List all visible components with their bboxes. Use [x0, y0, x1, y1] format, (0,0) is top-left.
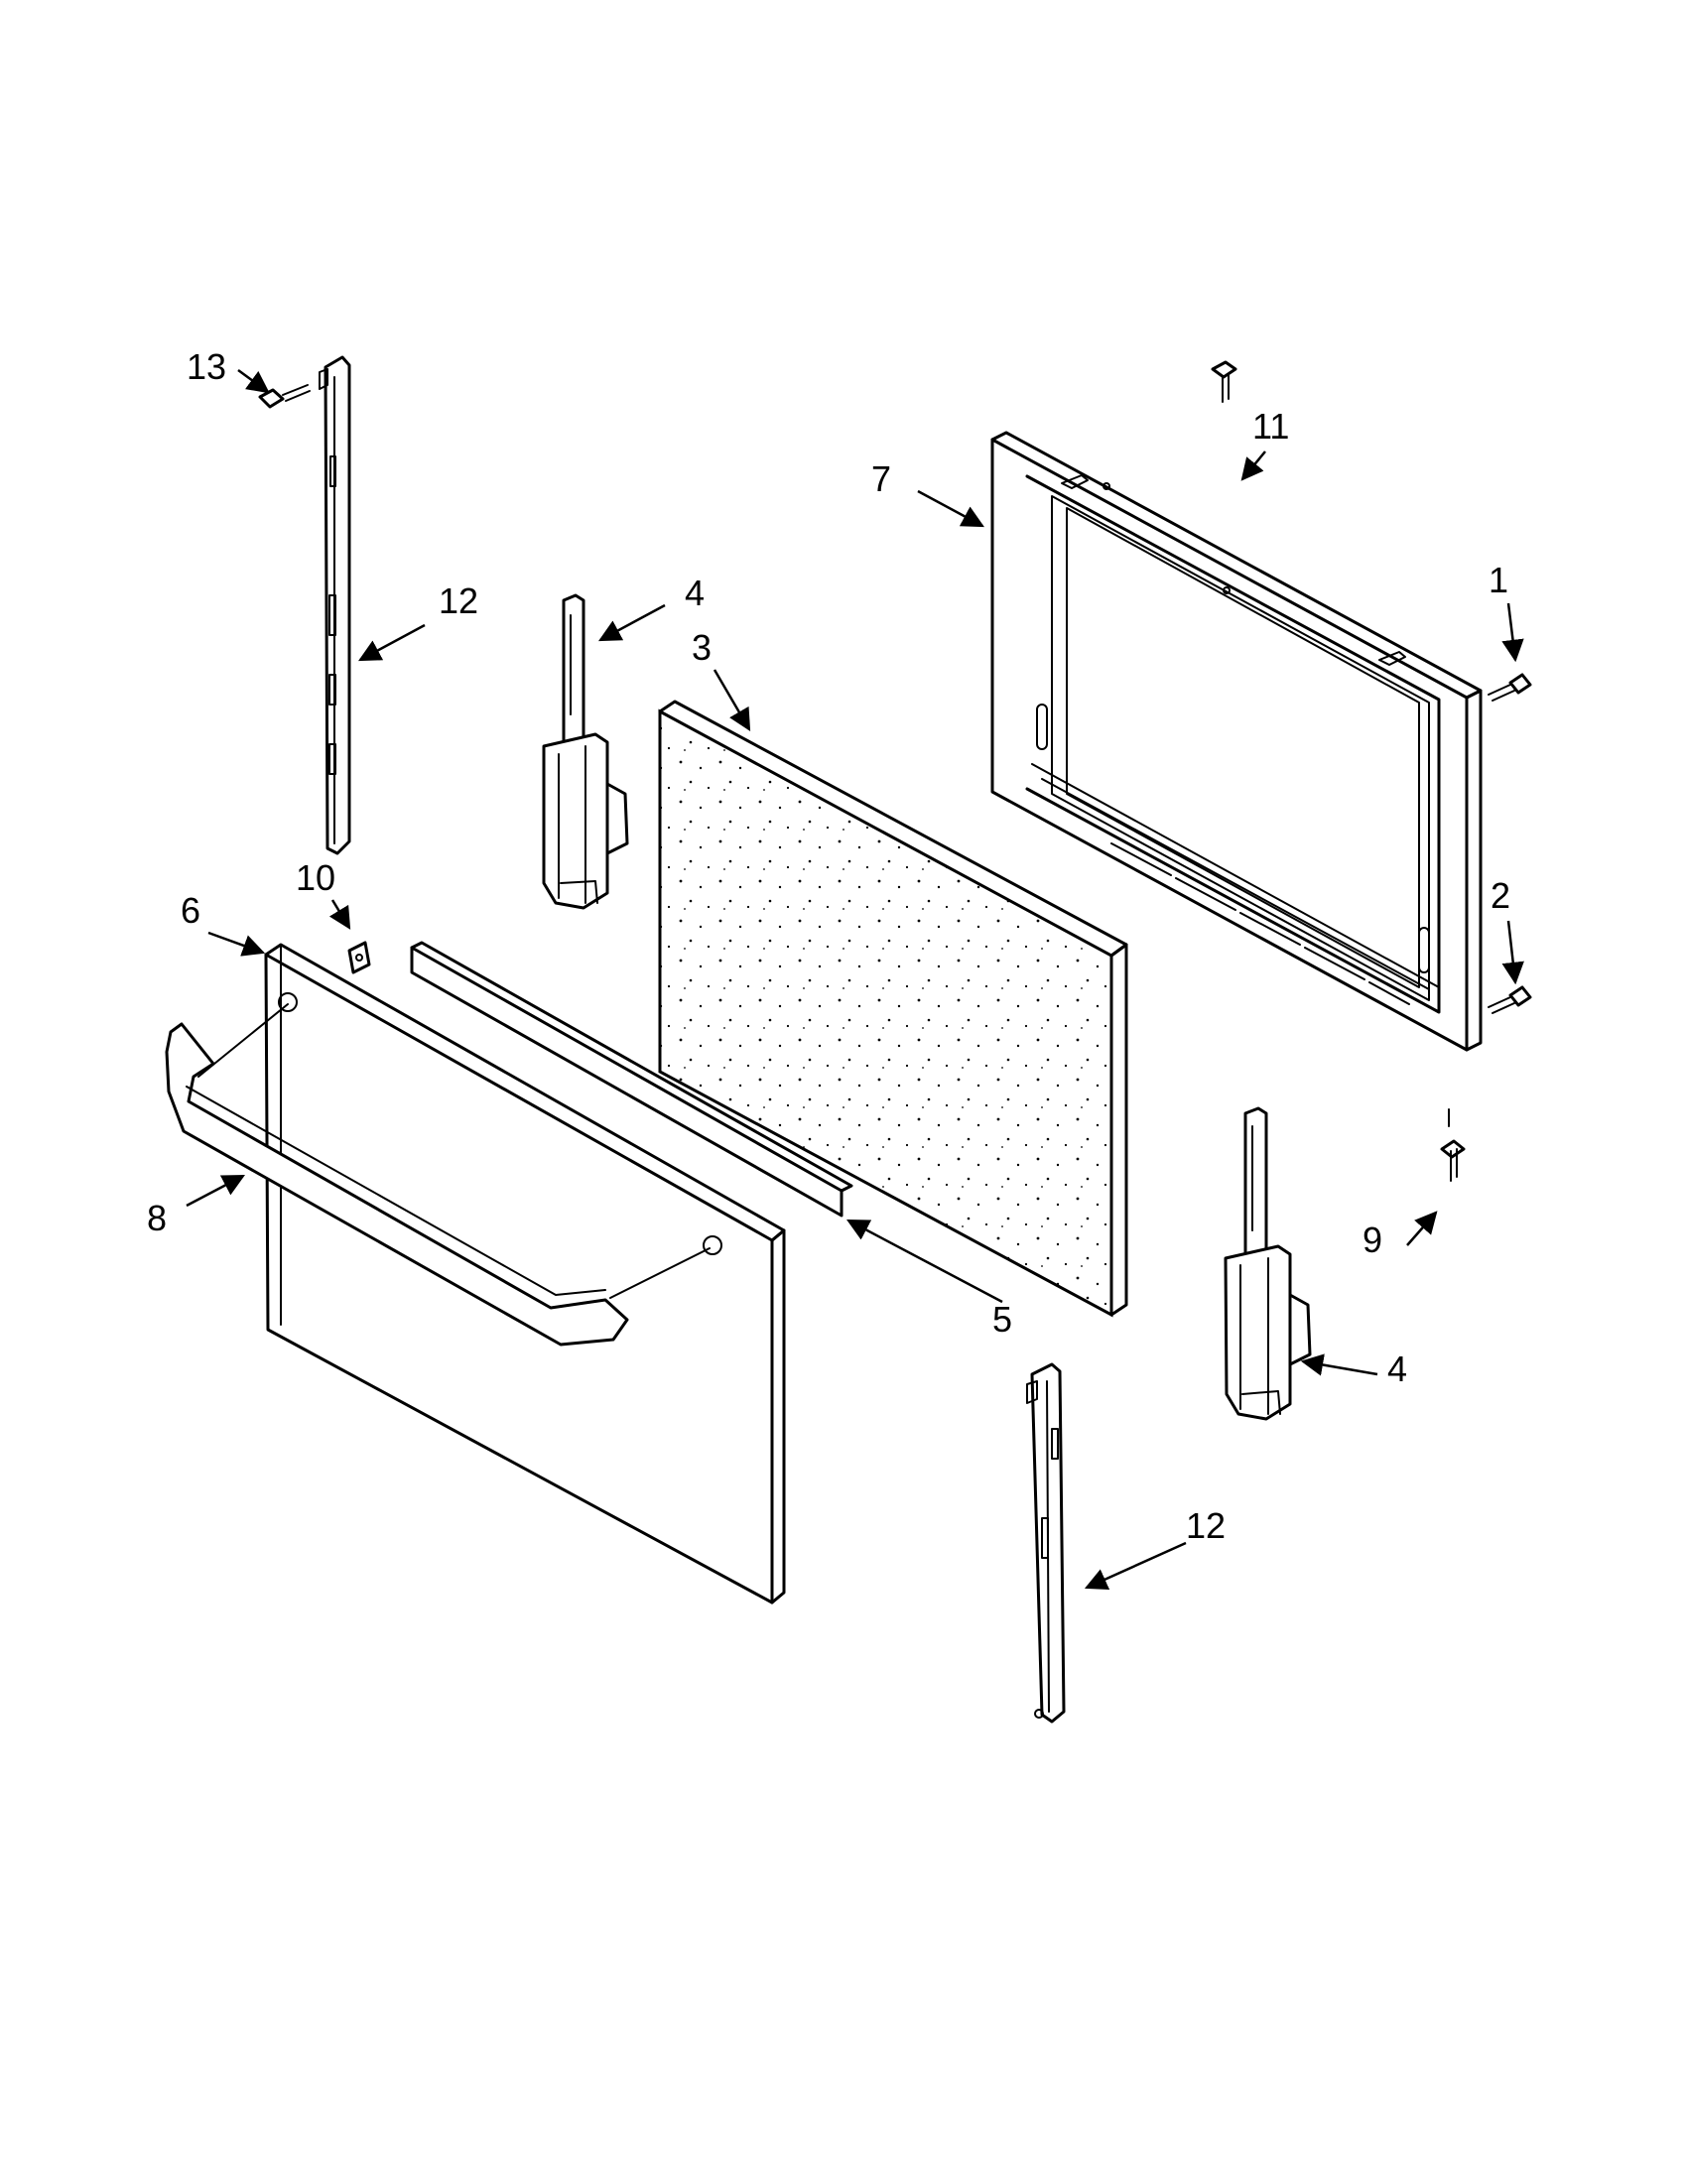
door-handle-part-8	[165, 1003, 711, 1347]
screw-part-13	[258, 384, 311, 409]
label-part-9: 9	[1363, 1220, 1382, 1260]
label-part-5: 5	[992, 1299, 1012, 1340]
label-part-12-right: 12	[1186, 1505, 1226, 1546]
label-part-10: 10	[296, 857, 335, 898]
strip-part-5	[410, 941, 853, 1218]
screw-part-1	[1488, 673, 1532, 702]
hinge-bracket-part-12-left	[319, 355, 351, 855]
leader-lines	[186, 368, 1524, 1590]
clip-part-10	[347, 941, 371, 974]
door-frame-part-7	[990, 431, 1483, 1052]
door-panel-part-6	[264, 943, 786, 1605]
label-part-2: 2	[1491, 875, 1510, 916]
label-part-3: 3	[692, 627, 712, 668]
label-part-6: 6	[181, 890, 200, 931]
part-labels: 13 12 4 3 7 11 1 10 6 2 8 9 5 4 12	[147, 346, 1510, 1546]
screw-part-9	[1440, 1108, 1466, 1182]
label-part-4-right: 4	[1387, 1349, 1407, 1389]
label-part-13: 13	[187, 346, 226, 387]
label-part-1: 1	[1489, 560, 1508, 600]
insulation-panel-part-3	[658, 700, 1128, 1318]
screw-part-11	[1211, 360, 1237, 403]
screw-part-2	[1488, 985, 1532, 1014]
hinge-part-4-left	[542, 593, 629, 910]
hinge-part-4-right	[1224, 1106, 1312, 1421]
label-part-4-left: 4	[685, 573, 705, 613]
label-part-11: 11	[1252, 406, 1289, 447]
label-part-12-left: 12	[439, 580, 478, 621]
label-part-7: 7	[871, 458, 891, 499]
hinge-bracket-part-12-right	[1026, 1362, 1066, 1724]
label-part-8: 8	[147, 1198, 167, 1238]
